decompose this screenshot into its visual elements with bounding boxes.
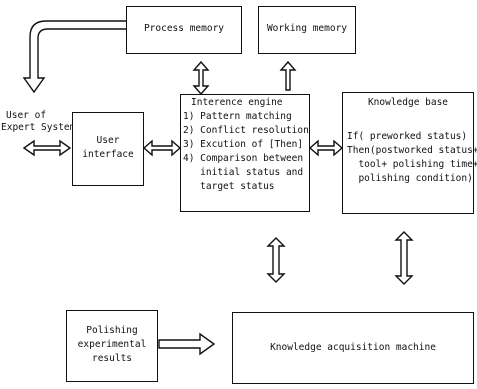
user-interface-line1: User — [96, 135, 120, 146]
inference-engine-item: 3) Excution of [Then] — [183, 139, 304, 150]
polishing-to-kam-arrow — [158, 332, 216, 356]
working-memory-up-arrow — [279, 60, 297, 91]
polishing-results-line1: Polishing — [86, 325, 138, 336]
knowledge-base-line: polishing condition) — [347, 173, 473, 184]
inference-engine-item: 4) Comparison between — [183, 153, 304, 164]
working-memory-label: Working memory — [266, 23, 348, 34]
knowledge-base-box: Knowledge base If( preworked status) The… — [342, 92, 477, 214]
working-memory-box: Working memory — [258, 6, 356, 54]
polishing-results-box: Polishing experimental results — [66, 310, 158, 382]
engine-to-kb-double-arrow — [308, 139, 344, 157]
polishing-results-line3: results — [91, 353, 133, 364]
knowledge-base-line: tool+ polishing time+ — [347, 159, 477, 170]
inference-engine-title: Interence engine — [191, 97, 283, 108]
inference-engine-item: 1) Pattern matching — [183, 111, 292, 122]
inference-engine-item: target status — [183, 181, 275, 192]
user-to-interface-double-arrow — [22, 139, 72, 157]
engine-to-kam-double-arrow — [266, 237, 286, 283]
process-memory-double-arrow — [192, 60, 210, 96]
user-interface-line2: interface — [82, 149, 134, 160]
process-memory-label: Process memory — [143, 23, 225, 34]
interface-to-engine-double-arrow — [142, 139, 182, 157]
knowledge-acquisition-machine-label: Knowledge acquisition machine — [270, 342, 436, 353]
knowledge-acquisition-machine-box: Knowledge acquisition machine — [232, 312, 474, 384]
kb-to-kam-double-arrow — [394, 231, 414, 285]
polishing-results-line2: experimental — [77, 339, 147, 350]
user-label-line2: Expert System — [1, 122, 76, 133]
knowledge-base-title: Knowledge base — [367, 97, 449, 108]
user-label-line1: User of — [6, 110, 47, 121]
knowledge-base-line: If( preworked status) — [347, 131, 468, 142]
knowledge-base-line: Then(postworked status+ — [347, 145, 477, 156]
inference-engine-item: initial status and — [183, 167, 304, 178]
inference-engine-item: 2) Conflict resolution — [183, 125, 309, 136]
user-interface-box: User interface — [72, 112, 144, 186]
inference-engine-box: Interence engine 1) Pattern matching 2) … — [180, 94, 310, 212]
curved-arrow-to-user — [22, 20, 126, 94]
process-memory-box: Process memory — [126, 6, 242, 54]
